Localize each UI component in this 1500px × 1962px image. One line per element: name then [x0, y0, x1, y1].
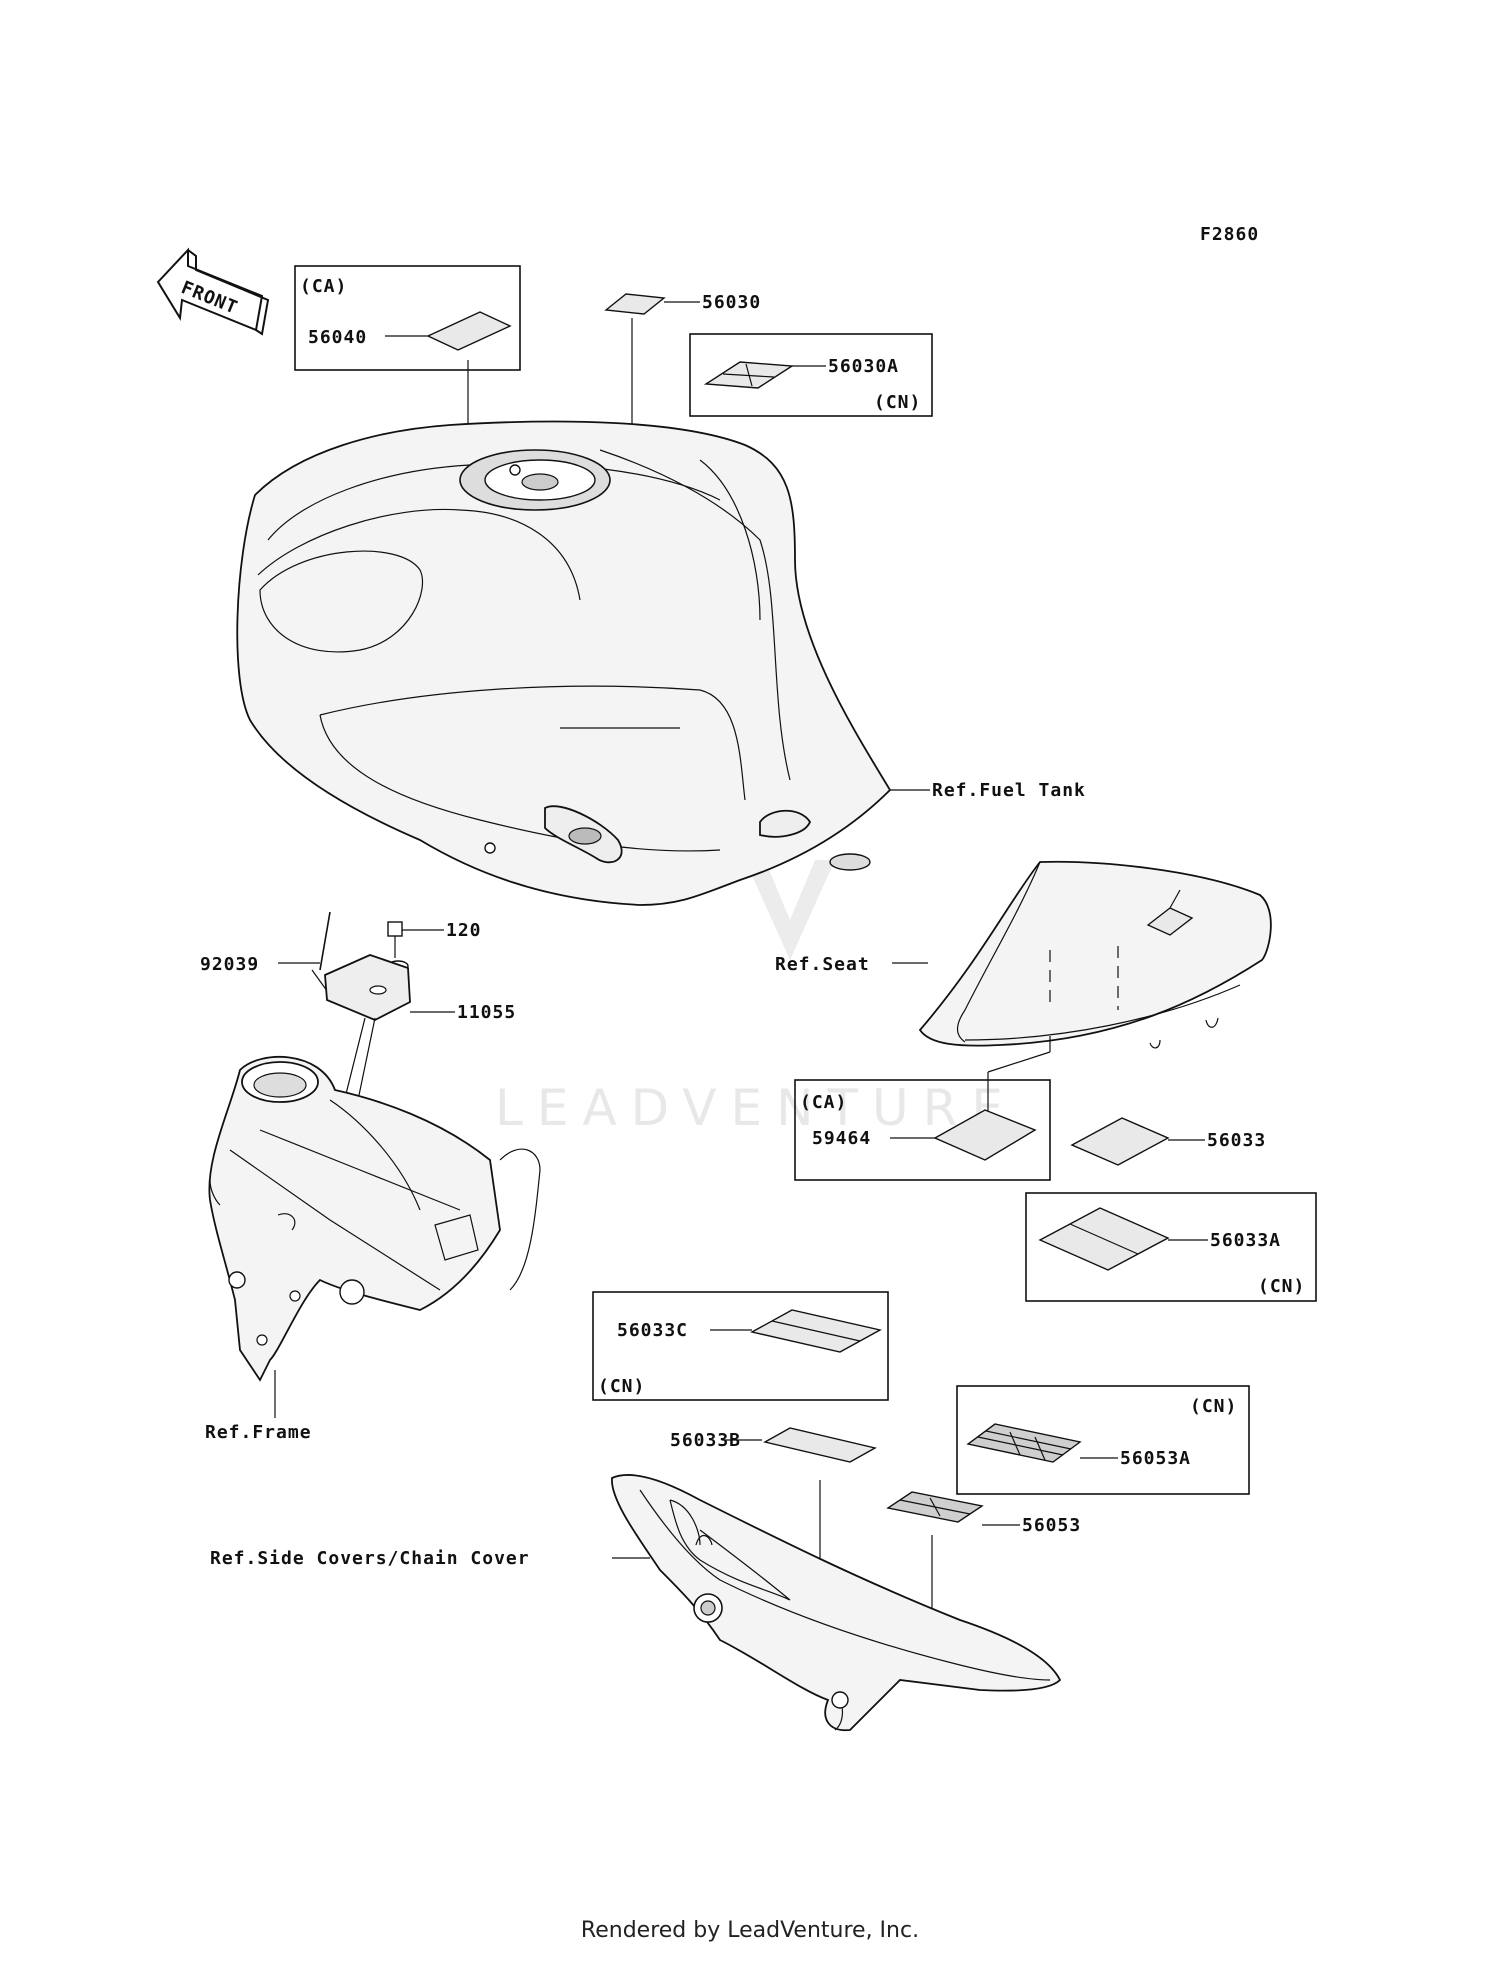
cn-box-56033A — [1025, 1192, 1317, 1302]
decal-56053 — [886, 1491, 984, 1523]
tag-cn-56033A: (CN) — [1258, 1276, 1305, 1297]
callout-56033B: 56033B — [670, 1430, 741, 1451]
callout-92039: 92039 — [200, 954, 259, 975]
ref-seat: Ref.Seat — [775, 954, 870, 975]
front-arrow-icon: FRONT — [156, 247, 270, 336]
callout-56033C: 56033C — [617, 1320, 688, 1341]
callout-120: 120 — [446, 920, 482, 941]
decal-56030 — [604, 293, 666, 315]
decal-56053A — [966, 1423, 1082, 1463]
ca-box-59464 — [794, 1079, 1051, 1181]
cn-box-56030A — [689, 333, 933, 417]
ca-box-56040 — [294, 265, 521, 371]
callout-11055: 11055 — [457, 1002, 516, 1023]
callout-56040: 56040 — [308, 327, 367, 348]
part-92039-pin — [319, 911, 331, 971]
watermark-text: LEADVENTURE — [495, 1079, 1017, 1137]
ref-frame: Ref.Frame — [205, 1422, 312, 1443]
callout-56033A: 56033A — [1210, 1230, 1281, 1251]
figure-code: F2860 — [1200, 224, 1259, 245]
callout-59464: 59464 — [812, 1128, 871, 1149]
leadventure-watermark: LEADVENTURE — [495, 760, 1017, 1137]
callout-56033: 56033 — [1207, 1130, 1266, 1151]
decal-56033B — [763, 1427, 877, 1463]
tag-ca-56040: (CA) — [300, 276, 347, 297]
callout-56053: 56053 — [1022, 1515, 1081, 1536]
part-11055-bracket — [324, 954, 411, 1021]
ref-fuel-tank: Ref.Fuel Tank — [932, 780, 1086, 801]
seat-decal-mark — [1146, 907, 1194, 936]
tag-cn-56030A: (CN) — [874, 392, 921, 413]
decal-56033 — [1070, 1117, 1170, 1166]
tag-cn-56033C: (CN) — [598, 1376, 645, 1397]
cn-box-56033C — [592, 1291, 889, 1401]
side-covers-chain-cover — [611, 1474, 1062, 1732]
tag-cn-56053A: (CN) — [1190, 1396, 1237, 1417]
ref-side-covers-chain-cover: Ref.Side Covers/Chain Cover — [210, 1548, 530, 1569]
callout-56053A: 56053A — [1120, 1448, 1191, 1469]
cn-box-56053A — [956, 1385, 1250, 1495]
tag-ca-59464: (CA) — [800, 1092, 847, 1113]
seat — [918, 860, 1272, 1049]
decal-56040 — [426, 311, 512, 351]
decal-59464 — [933, 1109, 1037, 1161]
callout-56030: 56030 — [702, 292, 761, 313]
frame — [208, 1055, 541, 1382]
fuel-tank — [236, 420, 892, 906]
callout-56030A: 56030A — [828, 356, 899, 377]
footer-credit: Rendered by LeadVenture, Inc. — [580, 1918, 920, 1943]
